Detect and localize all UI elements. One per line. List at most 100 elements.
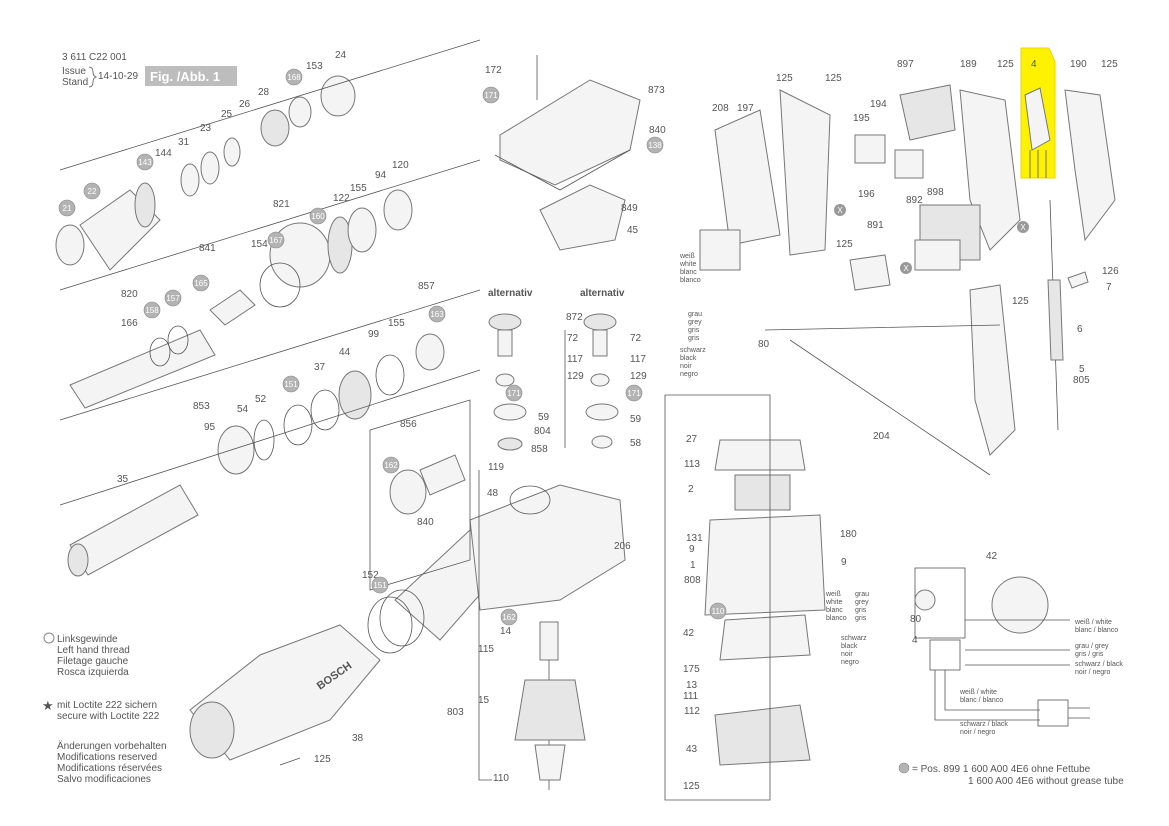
part-190-handle xyxy=(1064,89,1116,242)
cable-clamp xyxy=(699,229,741,271)
part-callout: 44 xyxy=(339,347,351,358)
shaft xyxy=(497,329,513,357)
part-callout: 196 xyxy=(858,189,875,200)
part-callout: 43 xyxy=(686,744,698,755)
ring xyxy=(288,96,312,128)
ring xyxy=(383,189,413,231)
part-callout: 4 xyxy=(1031,59,1037,70)
part-callout: 808 xyxy=(684,575,701,586)
part-callout: 155 xyxy=(388,318,405,329)
ring xyxy=(149,337,171,367)
part-callout: 820 xyxy=(121,289,138,300)
legend-changes: Modifications réservées xyxy=(57,763,162,774)
part-59 xyxy=(493,403,527,421)
wire-black-label: black xyxy=(680,355,697,362)
grease-bubble: 171 xyxy=(505,384,523,402)
part-callout: 194 xyxy=(870,99,887,110)
ring xyxy=(375,354,405,396)
part-callout: 38 xyxy=(352,733,364,744)
fig-label: Fig. /Abb. 1 xyxy=(145,66,237,86)
x-marker-circle xyxy=(1017,221,1029,233)
wiring-black-label: schwarz / black xyxy=(960,721,1008,728)
grease-bubble-label: 138 xyxy=(648,141,662,150)
grease-bubble-label: 171 xyxy=(484,91,498,100)
x-marker: X xyxy=(900,262,912,274)
grease-bubble-label: 167 xyxy=(269,236,283,245)
grease-bubble-circle xyxy=(505,384,523,402)
wire-black-label: schwarz xyxy=(841,635,867,642)
part-callout: 115 xyxy=(478,644,494,655)
wiring-grey-label: gris / gris xyxy=(1075,651,1104,658)
part-callout: 5 xyxy=(1079,364,1085,375)
ring xyxy=(379,589,425,647)
part-callout: 110 xyxy=(493,773,509,784)
x-marker-label: X xyxy=(837,206,843,215)
part-callout: 821 xyxy=(273,199,290,210)
wiring-white-label: weiß / white xyxy=(1074,619,1112,626)
part-callout: 180 xyxy=(840,529,857,540)
part-callout: 129 xyxy=(630,371,647,382)
wire-white-label: weiß xyxy=(825,591,841,598)
part-897 xyxy=(899,84,956,141)
wire-grey-label: gris xyxy=(688,335,700,342)
part-callout: 7 xyxy=(1106,282,1112,293)
x-marker: X xyxy=(1017,221,1029,233)
wire-black-label: noir xyxy=(841,651,853,658)
part-callout: 58 xyxy=(630,438,642,449)
grease-bubble-label: 151 xyxy=(373,581,387,590)
part-callout: 872 xyxy=(566,312,583,323)
legend-changes: Änderungen vorbehalten xyxy=(57,740,167,752)
part-195 xyxy=(854,134,886,164)
part-callout: 858 xyxy=(531,444,548,455)
part-856 xyxy=(389,469,427,515)
header: 3 611 C22 001 Issue Stand 14-10-29 Fig. … xyxy=(62,52,237,88)
grease-bubble: 165 xyxy=(192,274,210,292)
x-marker-circle xyxy=(900,262,912,274)
ring xyxy=(310,389,340,431)
part-callout: 112 xyxy=(684,706,700,717)
part-callout: 59 xyxy=(538,412,550,423)
part-6-sleeve xyxy=(1047,279,1064,361)
tube-end xyxy=(67,543,89,577)
wiring-white-label: blanc / blanco xyxy=(1075,627,1118,634)
part-840-seal xyxy=(494,149,631,191)
part-21 xyxy=(55,224,85,266)
grease-bubble-circle xyxy=(482,86,500,104)
part-callout: 190 xyxy=(1070,59,1087,70)
legend-changes: Modifications reserved xyxy=(57,752,157,763)
part-callout: 9 xyxy=(841,557,847,568)
issue-date: 14-10-29 xyxy=(98,71,138,82)
wiring-white-label: weiß / white xyxy=(959,689,997,696)
pin xyxy=(209,289,256,326)
part-callout: 25 xyxy=(221,109,233,120)
part-callout: 155 xyxy=(350,183,367,194)
part-callout: 125 xyxy=(836,239,853,250)
part-callout: 80 xyxy=(758,339,770,350)
part-callout: 37 xyxy=(314,362,326,373)
group-frame-motor xyxy=(664,394,771,801)
part-38-housing xyxy=(189,624,381,761)
grease-bubble-label: 171 xyxy=(507,389,521,398)
grease-bubble-label: 157 xyxy=(166,294,180,303)
legend-left-hand: Left hand thread xyxy=(57,645,130,656)
part-24 xyxy=(320,75,356,117)
part-35 xyxy=(69,484,199,576)
part-196 xyxy=(894,149,924,179)
part-callout: 117 xyxy=(567,354,583,365)
screw xyxy=(279,757,301,766)
center-assembly xyxy=(469,55,641,790)
part-callout: 129 xyxy=(567,371,584,382)
part-callout: 117 xyxy=(630,354,646,365)
part-204-handle xyxy=(969,284,1016,456)
part-callout: 24 xyxy=(335,50,347,61)
group-frame-piston xyxy=(369,399,471,591)
part-callout: 122 xyxy=(333,193,350,204)
legend-changes: Salvo modificaciones xyxy=(57,774,151,785)
part-892 xyxy=(914,239,961,271)
grease-bubble: 168 xyxy=(285,68,303,86)
part-callout: 28 xyxy=(258,87,270,98)
commutator xyxy=(534,744,566,781)
part-callout: 803 xyxy=(447,707,464,718)
part-callout: 131 xyxy=(686,533,703,544)
